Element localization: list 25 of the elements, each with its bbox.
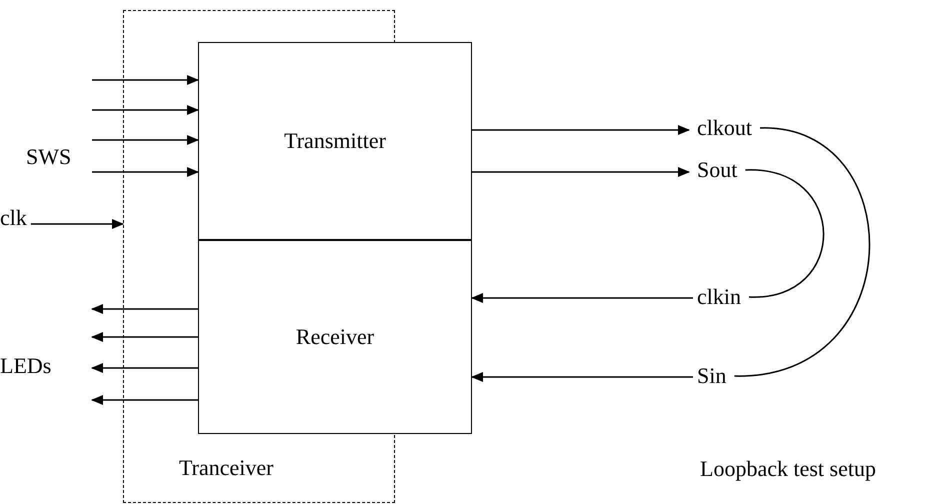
arrow [91, 304, 198, 314]
arrow [92, 167, 199, 177]
arrow [91, 332, 198, 342]
signal-label: Sin [697, 365, 726, 387]
process-box: Transmitter [198, 42, 472, 240]
caption-label: Loopback test setup [700, 458, 876, 480]
loopback-wire [734, 127, 870, 377]
arrow [471, 293, 693, 303]
arrow [30, 219, 124, 229]
process-box: Receiver [198, 240, 472, 434]
arrow [471, 372, 693, 382]
signal-label: Sout [697, 159, 738, 181]
arrow [91, 363, 198, 373]
arrow [92, 105, 199, 115]
arrow [92, 135, 199, 145]
signal-label: clk [0, 207, 27, 229]
loopback-wire [745, 169, 824, 298]
signal-label: clkin [697, 286, 741, 308]
arrow [472, 125, 690, 135]
arrow [91, 395, 198, 405]
arrow [472, 167, 690, 177]
signal-label: SWS [26, 146, 72, 168]
signal-label: LEDs [0, 355, 52, 377]
signal-label: clkout [697, 117, 752, 139]
arrow [92, 75, 199, 85]
